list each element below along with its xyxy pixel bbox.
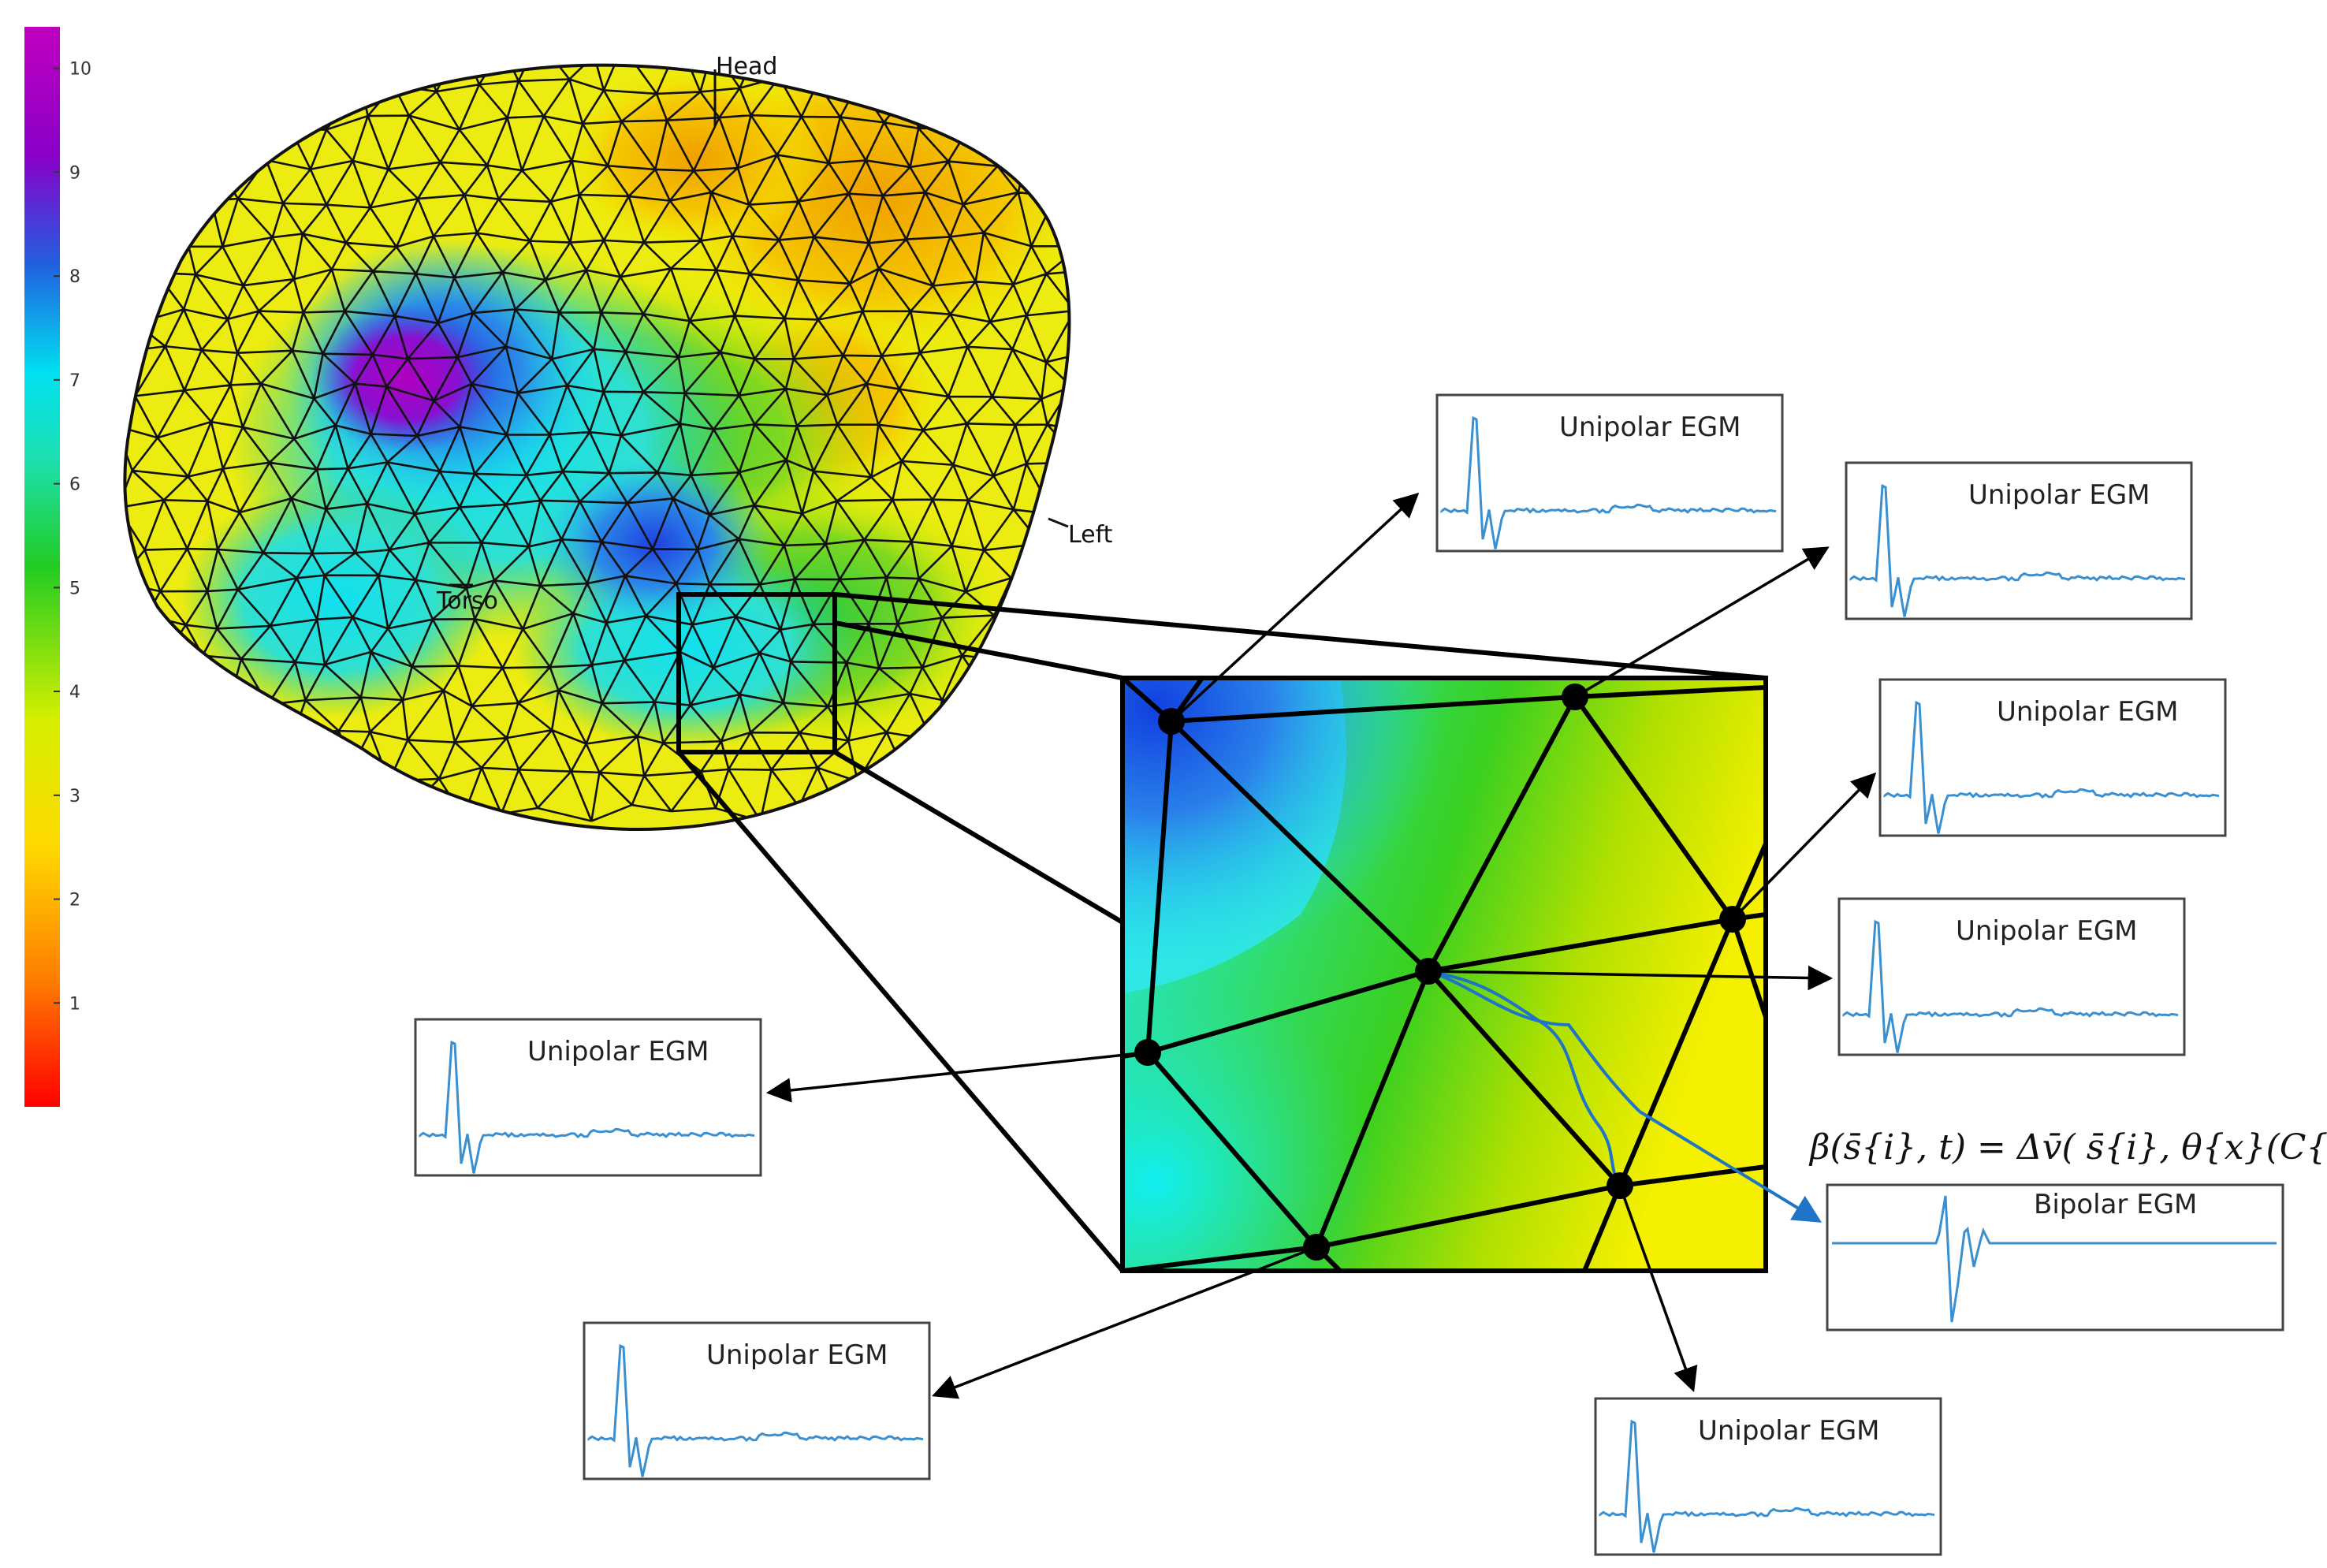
egm-panel-unipolar: Unipolar EGM — [1594, 1397, 1942, 1556]
colorbar-gradient — [24, 27, 60, 1107]
egm-signal-trace — [1440, 415, 1777, 549]
colorbar-tick-label: 2 — [69, 891, 80, 911]
egm-label: Unipolar EGM — [1698, 1415, 1880, 1447]
egm-label: Unipolar EGM — [1997, 696, 2179, 728]
egm-panel-unipolar: Unipolar EGM — [414, 1018, 762, 1177]
axis-label-left: Left — [1068, 521, 1113, 549]
bipolar-path-line-2 — [1428, 970, 1641, 1113]
colorbar-tick-label: 4 — [69, 683, 80, 702]
colorbar-tick-label: 5 — [69, 579, 80, 598]
zoom-connector-lines — [676, 592, 1767, 1272]
egm-label: Unipolar EGM — [1968, 479, 2150, 511]
egm-arrows — [765, 492, 1877, 1399]
egm-label: Unipolar EGM — [527, 1036, 709, 1067]
colorbar-tick-label: 3 — [69, 787, 80, 806]
bipolar-formula: β(s̄{i}, t) = Δv̄( s̄{i}, θ{x}(C{i}) ) — [1808, 1127, 2327, 1168]
egm-label: Unipolar EGM — [706, 1339, 888, 1371]
colorbar-tick-label: 8 — [69, 267, 80, 287]
bipolar-arrow — [1638, 1110, 1823, 1223]
axis-label-torso: Torso — [436, 587, 498, 615]
egm-signal-trace — [1599, 1419, 1935, 1553]
bipolar-path-line — [1428, 970, 1621, 1187]
egm-signal-trace — [419, 1040, 755, 1174]
colorbar-ticks: 1 2 3 4 5 6 7 8 9 10 — [54, 60, 91, 1014]
egm-panel-unipolar: Unipolar EGM — [1845, 461, 2193, 620]
egm-panels: Unipolar EGM Unipolar EGM Unipolar EGM U… — [414, 393, 2284, 1556]
colorbar-tick-label: 1 — [69, 994, 80, 1014]
colorbar-tick-label: 6 — [69, 475, 80, 495]
axis-label-head: Head — [716, 53, 777, 80]
egm-signal-trace — [587, 1343, 924, 1477]
colorbar-tick-label: 10 — [69, 60, 91, 80]
egm-signal-trace — [1842, 919, 2179, 1053]
egm-signal-trace — [1883, 700, 2220, 834]
heart-mesh: Head Left Torso — [123, 53, 1113, 832]
egm-panel-unipolar: Unipolar EGM — [1837, 897, 2186, 1056]
egm-panel-unipolar: Unipolar EGM — [1435, 393, 1784, 553]
egm-label: Unipolar EGM — [1956, 915, 2138, 947]
egm-signal-trace — [1832, 1195, 2277, 1323]
zoom-region-marker — [676, 592, 837, 754]
zoomed-mesh-frame — [1120, 676, 1768, 1273]
colorbar: 1 2 3 4 5 6 7 8 9 10 — [24, 27, 91, 1107]
egm-panel-unipolar: Unipolar EGM — [583, 1321, 931, 1480]
egm-panel-bipolar: Bipolar EGM — [1826, 1183, 2284, 1331]
egm-signal-trace — [1849, 483, 2186, 617]
egm-label: Bipolar EGM — [2034, 1189, 2197, 1220]
colorbar-tick-label: 9 — [69, 163, 80, 183]
colorbar-tick-label: 7 — [69, 371, 80, 391]
egm-label: Unipolar EGM — [1559, 412, 1741, 443]
egm-panel-unipolar: Unipolar EGM — [1878, 678, 2227, 837]
